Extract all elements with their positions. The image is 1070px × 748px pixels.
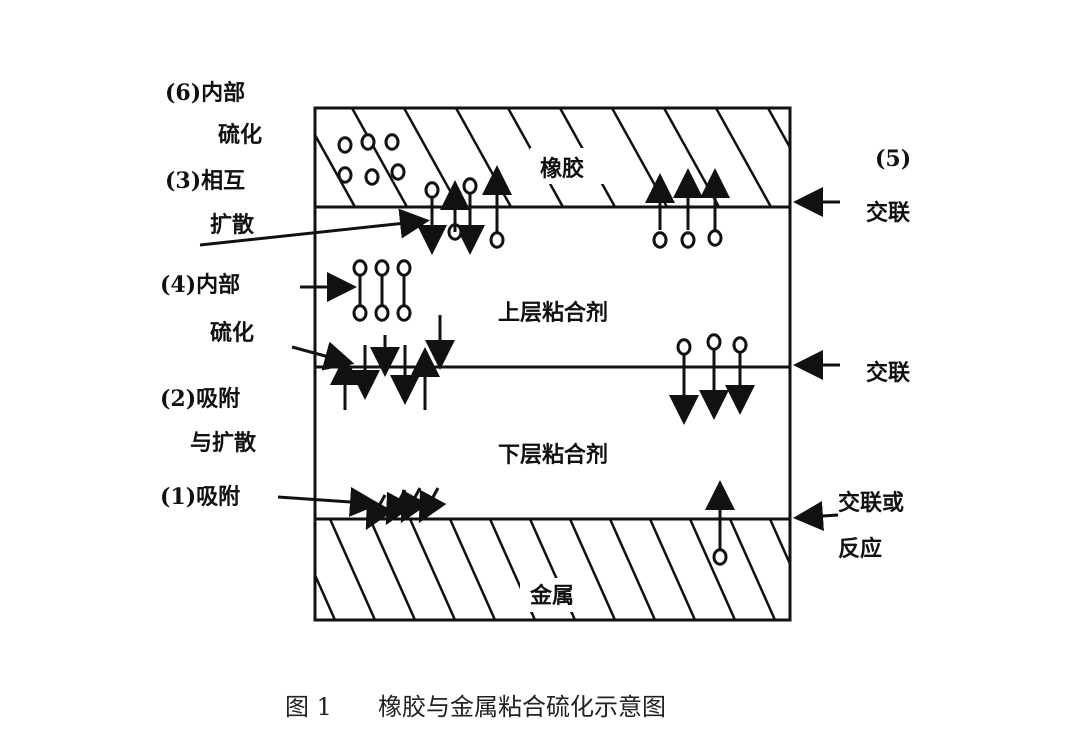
label-adsorption-1: (1)吸附 — [160, 484, 240, 510]
molecule-circle — [360, 133, 376, 151]
hatch-line — [766, 108, 790, 151]
molecule-circle — [424, 181, 440, 199]
molecule-circle — [390, 163, 406, 181]
hatch-line — [714, 108, 773, 207]
label-internal-vulcanization-4b: 硫化 — [210, 320, 254, 346]
layer-upper-adhesive-label: 上层粘合剂 — [498, 300, 608, 326]
hatch-line — [315, 572, 337, 620]
label-crosslink-5: 交联 — [866, 200, 910, 226]
molecule-circle — [676, 338, 692, 356]
label-internal-vulcanization-4: (4)内部 — [160, 272, 240, 298]
label-internal-vulcanization-6: (6)内部 — [165, 80, 245, 106]
molecule-circle — [396, 304, 412, 322]
molecule-circle — [352, 259, 368, 277]
hatch-line — [768, 519, 790, 567]
hatch-line — [350, 108, 409, 207]
layer-metal-label: 金属 — [529, 583, 574, 609]
molecule-circle — [489, 231, 505, 249]
hatch-line — [608, 519, 657, 620]
layer-rubber-label: 橡胶 — [540, 156, 584, 182]
molecule-circle — [374, 304, 390, 322]
label-interdiffusion-3: (3)相互 — [165, 168, 245, 194]
layer-lower-adhesive-label: 下层粘合剂 — [498, 442, 608, 468]
hatch-line — [328, 519, 377, 620]
label-internal-vulcanization-6b: 硫化 — [218, 122, 262, 148]
hatch-line — [568, 519, 617, 620]
label-adsorption-diffusion-2b: 与扩散 — [190, 430, 257, 456]
diagram-frame — [313, 106, 792, 622]
hatch-line — [315, 132, 357, 207]
molecule-circle — [337, 136, 353, 154]
molecule-circle — [384, 133, 400, 151]
molecule-circle — [462, 177, 478, 195]
arrow — [277, 487, 380, 517]
hatch-line — [448, 519, 497, 620]
figure-number: 图 1 — [285, 693, 332, 721]
label-adsorption-diffusion-2: (2)吸附 — [160, 386, 240, 412]
arrow — [199, 208, 430, 247]
hatch-line — [454, 108, 513, 207]
hatch-line — [688, 519, 737, 620]
hatch-line — [662, 108, 721, 207]
hatch-line — [648, 519, 697, 620]
molecule-circle — [337, 166, 353, 184]
arrow — [400, 487, 429, 524]
molecule-circle — [352, 304, 368, 322]
label-interdiffusion-3b: 扩散 — [210, 212, 255, 238]
label-crosslink-mid: 交联 — [866, 360, 910, 386]
label-crosslink-or-reaction-b: 反应 — [838, 536, 882, 562]
hatch-line — [810, 519, 855, 620]
metal-hatching — [315, 519, 855, 620]
molecule-marks — [199, 133, 840, 566]
arrow — [385, 489, 414, 526]
hatch-line — [368, 519, 417, 620]
molecule-circle — [364, 168, 380, 186]
hatch-line — [408, 519, 457, 620]
arrow — [793, 501, 839, 531]
label-crosslink-or-reaction: 交联或 — [838, 490, 904, 516]
molecule-circle — [396, 259, 412, 277]
arrow — [365, 494, 394, 531]
figure-caption: 橡胶与金属粘合硫化示意图 — [378, 693, 666, 721]
arrow — [418, 487, 447, 524]
molecule-circle — [712, 548, 728, 566]
molecule-circle — [374, 259, 390, 277]
hatch-line — [820, 108, 875, 207]
molecule-circle — [706, 333, 722, 351]
molecule-circle — [680, 231, 696, 249]
label-crosslink-5-number: (5) — [875, 146, 911, 172]
hatch-line — [728, 519, 777, 620]
arrow — [291, 341, 355, 371]
molecule-circle — [652, 231, 668, 249]
molecule-circle — [707, 229, 723, 247]
molecule-circle — [732, 336, 748, 354]
